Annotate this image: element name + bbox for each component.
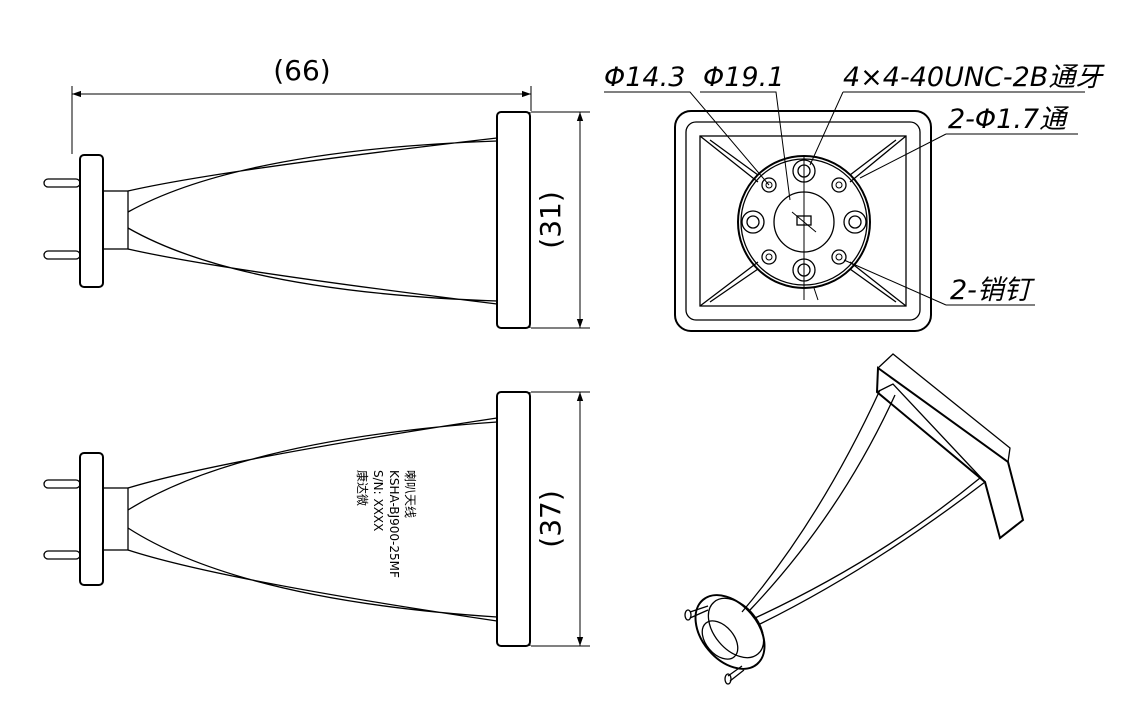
- aperture-flange: [496, 391, 531, 647]
- iso-pin: [689, 605, 709, 619]
- svg-text:S/N: XXXX: S/N: XXXX: [371, 470, 385, 531]
- nameplate: 喇叭天线 KSHA-BJ900-25MF S/N: XXXX 康达微: [355, 470, 418, 578]
- aperture-flange: [496, 111, 531, 329]
- aperture-outer: [674, 110, 932, 332]
- iso-pin: [727, 665, 745, 682]
- width-dimension: (66): [273, 54, 330, 87]
- callout-d19: Φ19.1: [703, 62, 784, 93]
- pin: [43, 250, 81, 260]
- iso-waveguide-flange: [694, 594, 766, 670]
- pin-hole: [831, 249, 847, 265]
- iso-horn-body: [741, 389, 986, 626]
- horn-mouth: [699, 135, 907, 307]
- pin: [43, 178, 81, 188]
- waveguide-neck: [102, 487, 129, 551]
- threaded-hole: [741, 210, 765, 234]
- side-view-top: (66) (31): [43, 54, 590, 329]
- horn-body: [127, 417, 498, 622]
- waveguide-flange: [79, 154, 104, 288]
- height-dimension-37: (37): [534, 490, 567, 547]
- waveguide-flange: [79, 452, 104, 586]
- callout-through-hole: 2-Φ1.7通: [948, 104, 1069, 135]
- aperture-inner: [685, 121, 921, 321]
- pin-hole: [761, 249, 777, 265]
- callout-d14: Φ14.3: [604, 62, 685, 93]
- callout-thread: 4×4-40UNC-2B通牙: [843, 62, 1105, 93]
- waveguide-neck: [102, 190, 129, 250]
- horn-taper: [699, 135, 907, 307]
- pin: [43, 550, 81, 560]
- side-view-bottom: 喇叭天线 KSHA-BJ900-25MF S/N: XXXX 康达微 (37): [43, 391, 590, 647]
- pin-hole: [831, 177, 847, 193]
- isometric-view: [684, 353, 1025, 685]
- callout-pins: 2-销钉: [950, 275, 1036, 306]
- height-dimension: (31): [534, 191, 567, 248]
- iso-aperture-flange: [875, 366, 1025, 540]
- pin-hole: [761, 177, 777, 193]
- svg-text:康达微: 康达微: [355, 470, 370, 506]
- front-view: Φ14.3 Φ19.1 4×4-40UNC-2B通牙 2-Φ1.7通 2-销钉: [604, 62, 1105, 332]
- svg-text:KSHA-BJ900-25MF: KSHA-BJ900-25MF: [387, 470, 401, 578]
- threaded-hole: [843, 210, 867, 234]
- svg-text:喇叭天线: 喇叭天线: [403, 470, 418, 518]
- pin: [43, 479, 81, 489]
- horn-body: [127, 137, 498, 305]
